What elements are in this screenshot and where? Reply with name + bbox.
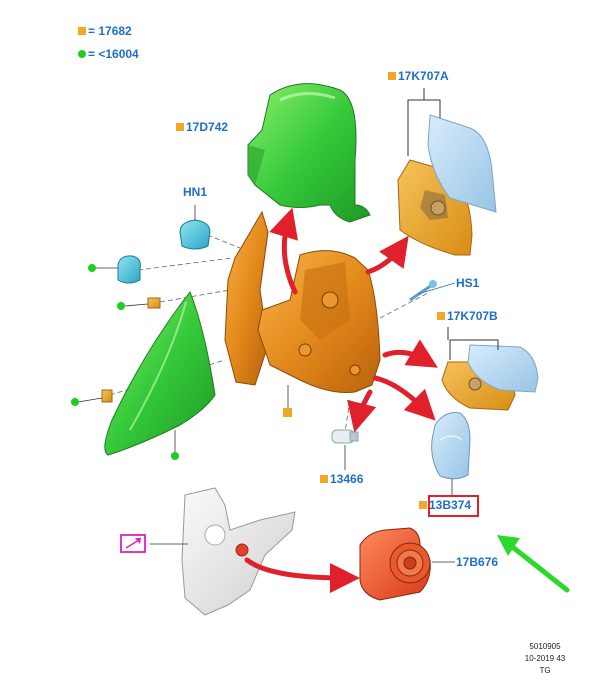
clip-upper [117, 297, 161, 310]
footer-tag: TG [539, 666, 551, 675]
square-icon [419, 501, 427, 509]
square-icon [176, 123, 184, 131]
part-number: 17K707A [398, 69, 449, 83]
square-icon [388, 72, 396, 80]
mirror-glass-17k707a [427, 114, 497, 213]
connector-hn1 [179, 205, 211, 250]
circle-icon [78, 50, 86, 58]
motor-17b676 [359, 527, 455, 601]
legend-square-label: = 17682 [88, 24, 132, 38]
highlight-box-13b374 [428, 495, 479, 517]
square-icon [78, 27, 86, 35]
label-17d742[interactable]: 17D742 [176, 120, 228, 134]
legend-square: = 17682 [78, 24, 132, 38]
label-13b374[interactable]: 13B374 [419, 498, 471, 512]
bulb-13466 [331, 429, 359, 470]
part-number: HS1 [456, 276, 480, 290]
footer-date: 10-2019 43 [524, 654, 566, 663]
label-17b676[interactable]: 17B676 [456, 555, 498, 569]
label-hn1[interactable]: HN1 [183, 185, 207, 199]
square-icon [437, 312, 445, 320]
legend-circle-label: = <16004 [88, 47, 139, 61]
housing-plate-orange [224, 210, 269, 386]
arrow-ref-icon[interactable] [120, 534, 146, 553]
lamp-13b374 [431, 412, 471, 497]
legend-circle: = <16004 [78, 47, 139, 61]
trim-cover-green [104, 290, 216, 460]
part-number: HN1 [183, 185, 208, 199]
label-13466[interactable]: 13466 [320, 472, 363, 486]
bracket-17k707a [407, 88, 441, 156]
part-number: 13466 [330, 472, 364, 486]
footer-code: 5010905 [529, 642, 561, 651]
label-hs1[interactable]: HS1 [456, 276, 479, 290]
mirror-cover-17d742 [247, 83, 371, 223]
label-17k707a[interactable]: 17K707A [388, 69, 449, 83]
part-number: 17K707B [447, 309, 498, 323]
green-pointer-arrow [497, 535, 570, 593]
part-number: 13B374 [429, 498, 472, 512]
screw-hs1 [409, 280, 456, 302]
part-number: 17D742 [186, 120, 229, 134]
bracket-17k707b [447, 327, 499, 360]
part-number: 17B676 [456, 555, 499, 569]
red-arrows [244, 207, 438, 593]
label-17k707b[interactable]: 17K707B [437, 309, 498, 323]
main-bracket-orange [257, 250, 381, 417]
grey-bracket [150, 487, 296, 616]
square-icon [320, 475, 328, 483]
mirror-glass-17k707b [467, 344, 539, 393]
connector-left [88, 255, 141, 284]
clip-lower [71, 389, 113, 406]
